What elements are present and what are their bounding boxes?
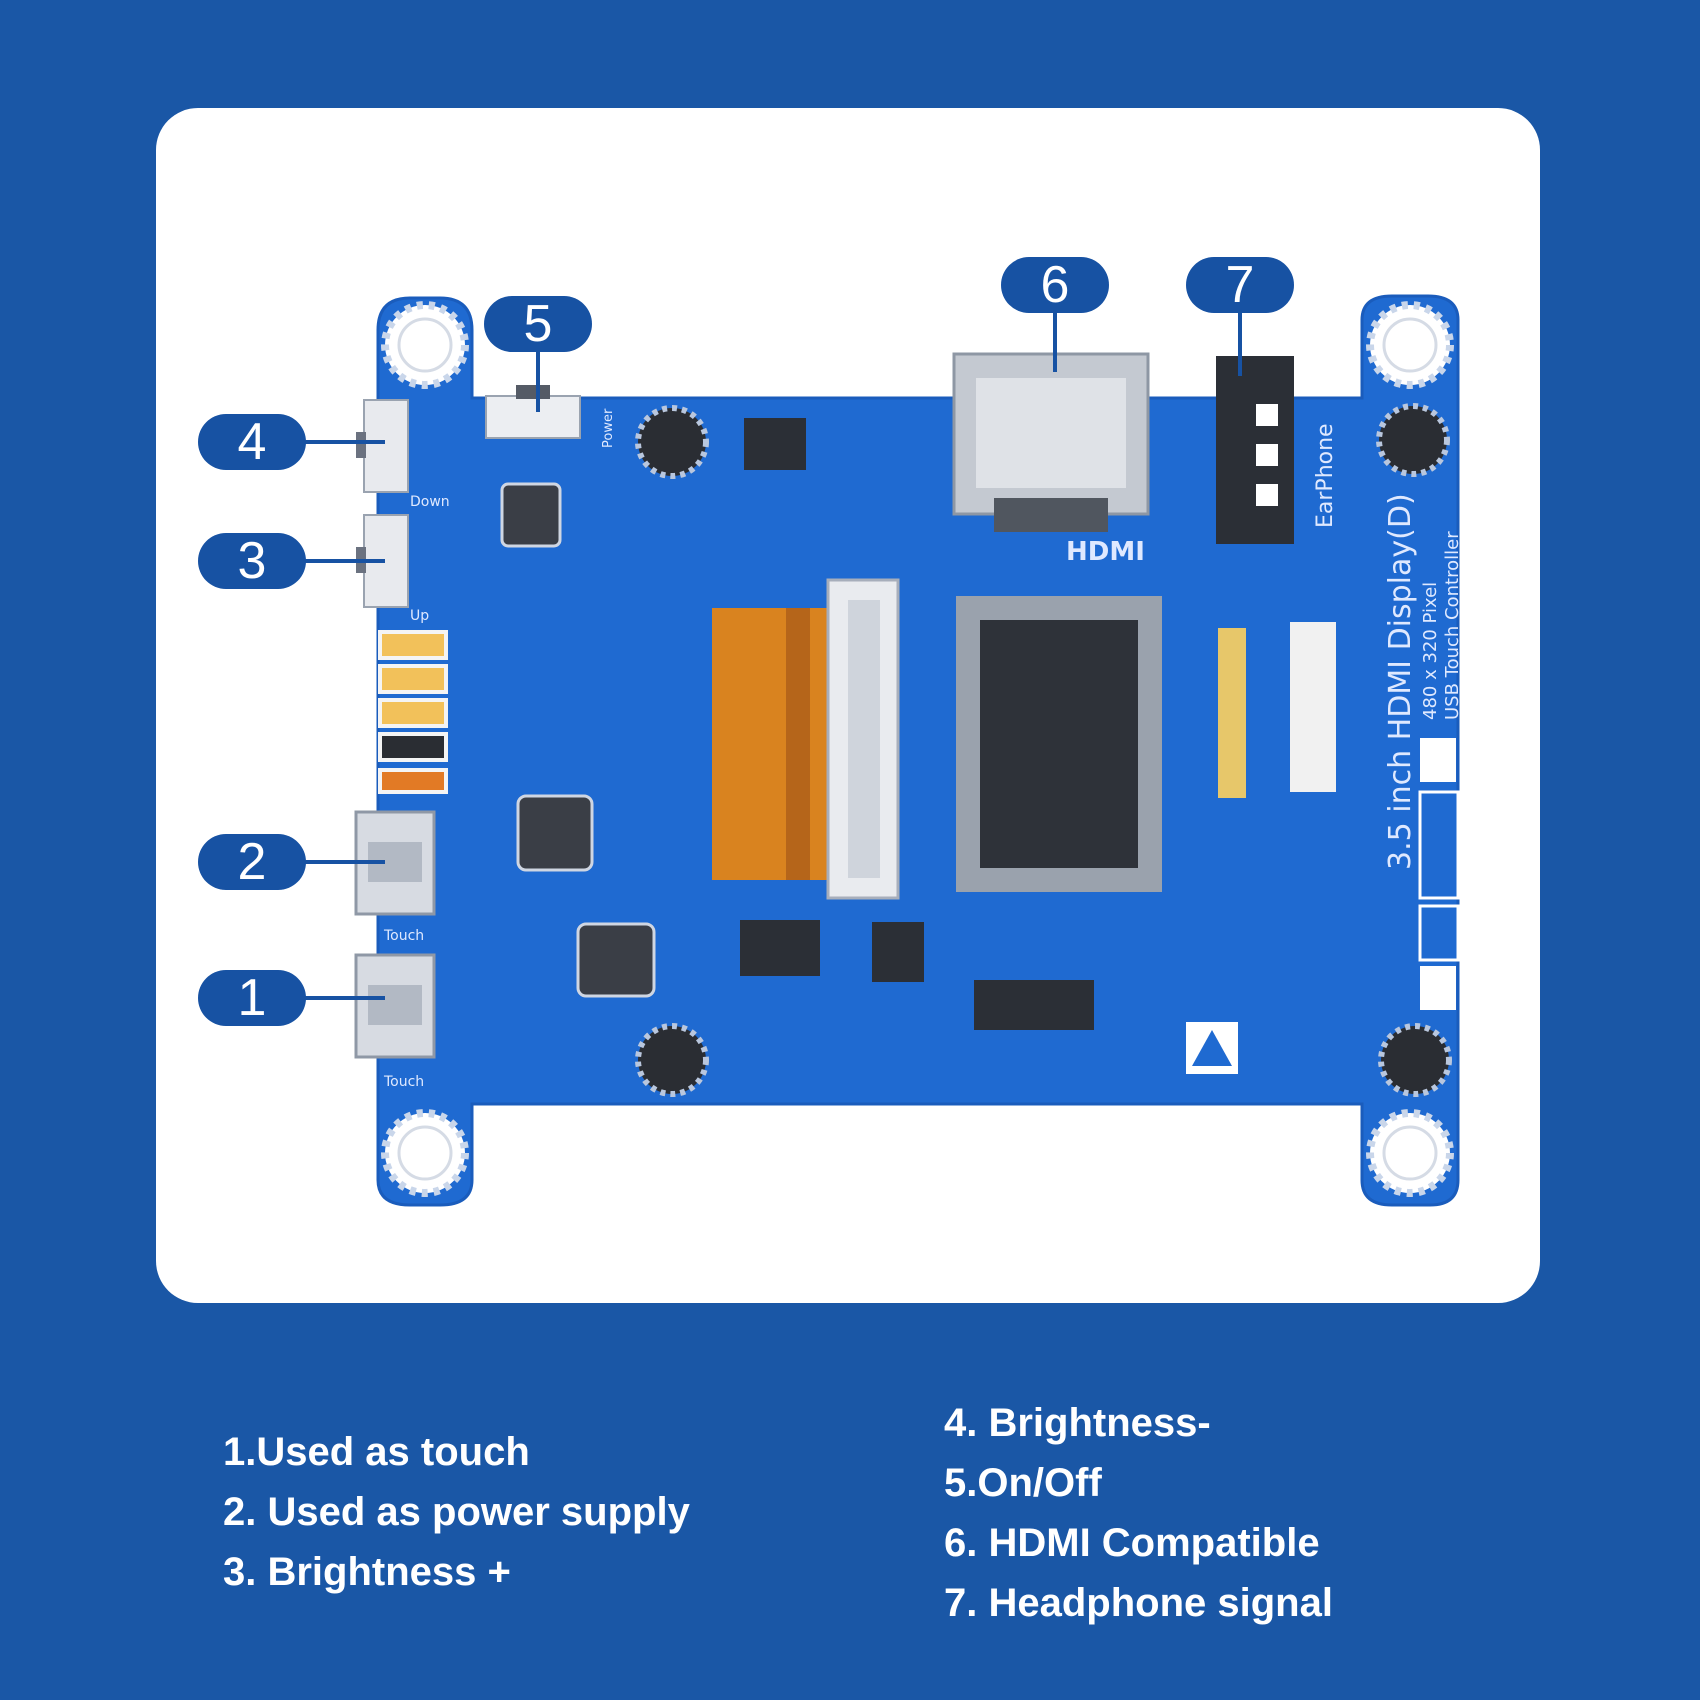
touch-label-2: Touch: [383, 1074, 424, 1090]
callout-badge-5: 5: [484, 295, 592, 353]
mounting-hole-top-right: [1366, 301, 1454, 389]
legend-item-3: 3. Brightness +: [223, 1550, 511, 1594]
down-label: Down: [410, 494, 450, 510]
svg-text:1: 1: [238, 969, 267, 1027]
legend-item-2: 2. Used as power supply: [223, 1490, 690, 1534]
touch-label-1: Touch: [383, 928, 424, 944]
legend-item-5: 5.On/Off: [944, 1461, 1102, 1505]
standoff-1: [635, 405, 709, 479]
callout-badge-3: 3: [198, 532, 306, 590]
svg-text:2: 2: [238, 833, 267, 891]
ic-u5: [872, 922, 924, 982]
main-controller-chip: [956, 596, 1162, 892]
legend-item-7: 7. Headphone signal: [944, 1581, 1333, 1625]
mounting-hole-bottom-left: [381, 1109, 469, 1197]
legend-right: 4. Brightness- 5.On/Off 6. HDMI Compatib…: [944, 1393, 1333, 1633]
callout-badge-6: 6: [1001, 256, 1109, 314]
brightness-down-button: [356, 399, 409, 493]
model-line-1: 3.5 inch HDMI Display(D): [1383, 493, 1418, 870]
legend-item-6: 6. HDMI Compatible: [944, 1521, 1320, 1565]
callout-badge-1: 1: [198, 969, 306, 1027]
hdmi-silk: HDMI: [1066, 537, 1145, 567]
svg-text:3: 3: [238, 532, 267, 590]
power-switch: [485, 385, 581, 439]
callout-badge-7: 7: [1186, 256, 1294, 314]
callout-badge-2: 2: [198, 833, 306, 891]
legend-item-4: 4. Brightness-: [944, 1401, 1211, 1445]
svg-text:6: 6: [1041, 256, 1070, 314]
small-ic-u9: [744, 418, 806, 470]
standoff-2: [1376, 403, 1450, 477]
label-boxes: [1418, 738, 1460, 1010]
standoff-3: [635, 1023, 709, 1097]
ic-u14: [974, 980, 1094, 1030]
capacitor-column: [378, 630, 448, 794]
headphone-jack: [1216, 356, 1294, 544]
callout-leaders: [300, 312, 1242, 1000]
inductor-top: [500, 482, 562, 548]
esd-warning-icon: [1186, 1022, 1238, 1074]
inductor-low: [576, 922, 656, 998]
up-label: Up: [410, 608, 429, 624]
micro-usb-touch: [354, 953, 436, 1059]
callout-badge-4: 4: [198, 413, 306, 471]
legend-left: 1.Used as touch 2. Used as power supply …: [223, 1422, 690, 1602]
standoff-4: [1378, 1023, 1452, 1097]
capacitor-bank-right: [1218, 622, 1336, 798]
model-line-3: USB Touch Controller: [1442, 531, 1463, 720]
ic-u1: [740, 920, 820, 976]
model-silkscreen: 3.5 inch HDMI Display(D) 480 x 320 Pixel…: [1383, 493, 1463, 870]
svg-text:4: 4: [238, 413, 267, 471]
fpc-connector: [826, 578, 900, 900]
svg-text:7: 7: [1226, 256, 1255, 314]
inductor-mid: [516, 794, 594, 872]
legend-item-1: 1.Used as touch: [223, 1430, 530, 1474]
hdmi-port: [952, 352, 1150, 532]
flex-cable: [712, 608, 828, 880]
mounting-hole-bottom-right: [1366, 1109, 1454, 1197]
mounting-hole-top-left: [381, 301, 469, 389]
power-label: Power: [601, 408, 616, 448]
model-line-2: 480 x 320 Pixel: [1420, 582, 1441, 720]
svg-text:5: 5: [524, 295, 553, 353]
earphone-silk: EarPhone: [1313, 423, 1338, 528]
